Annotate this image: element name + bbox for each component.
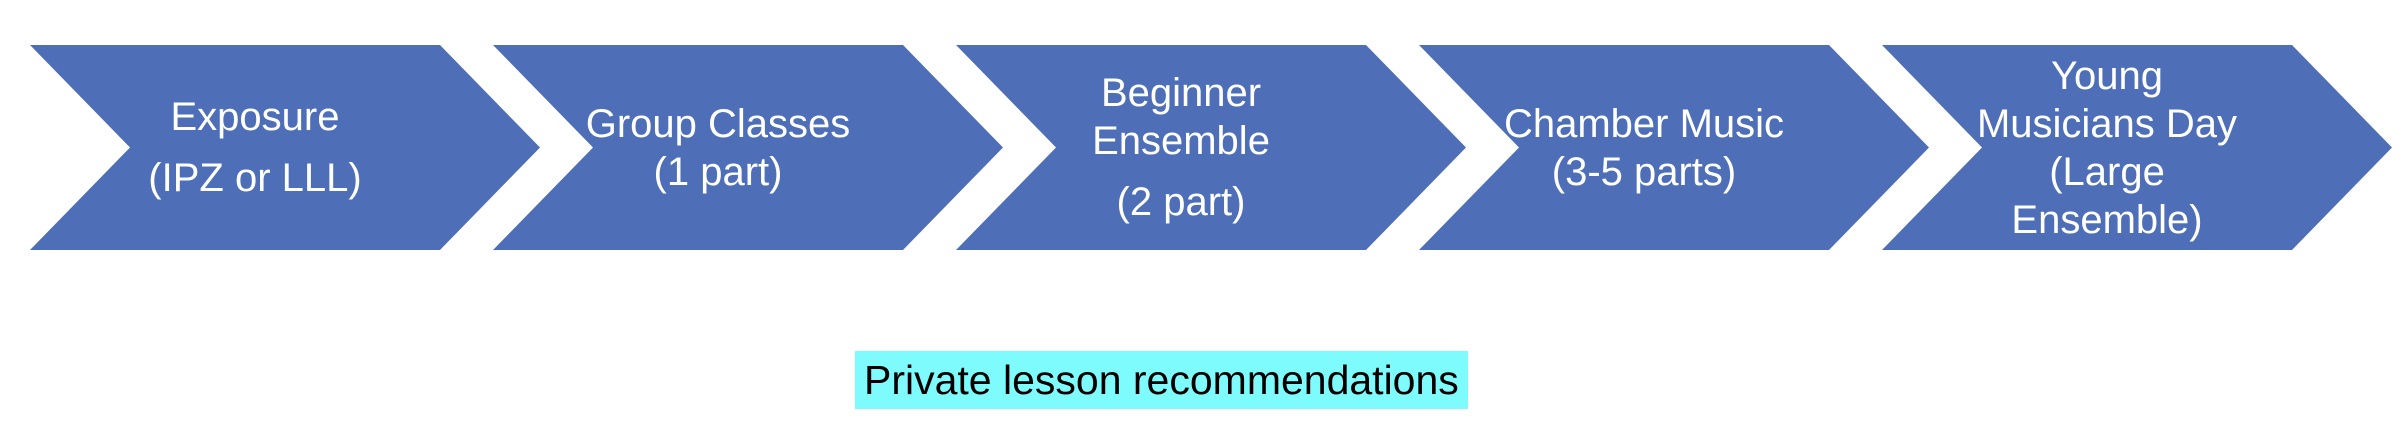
chevron-step-group-classes: Group Classes(1 part) xyxy=(493,45,1003,250)
private-lesson-caption: Private lesson recommendations xyxy=(855,351,1468,409)
chevron-label: Group Classes(1 part) xyxy=(585,101,851,194)
process-flow: Exposure (IPZ or LLL) Group Classes(1 part… xyxy=(30,45,2392,250)
chevron-label: (IPZ or LLL) xyxy=(148,156,362,200)
chevron-label: (2 part) xyxy=(1116,180,1246,224)
chevron-step-exposure: Exposure (IPZ or LLL) xyxy=(30,45,540,250)
chevron-label: Exposure xyxy=(170,95,340,139)
chevron-step-chamber-music: Chamber Music(3-5 parts) xyxy=(1419,45,1929,250)
chevron-label: Chamber Music(3-5 parts) xyxy=(1503,101,1785,194)
